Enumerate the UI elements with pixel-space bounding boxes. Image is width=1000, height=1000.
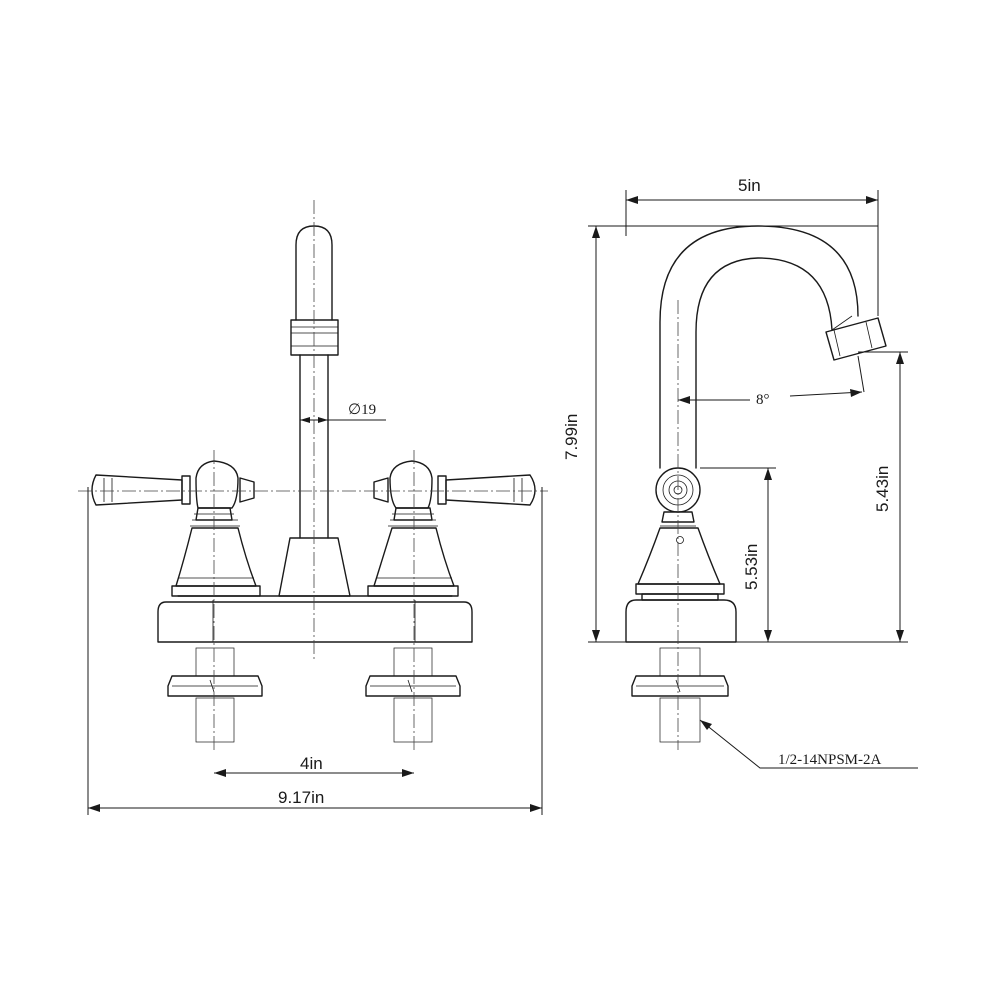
front-right-shank [365,647,461,743]
spout-angle-dimension: 8° [678,389,863,408]
spout-angle-label: 8° [756,392,770,408]
front-left-shank [167,647,263,743]
side-gooseneck-spout [659,225,887,469]
overall-height-label: 7.99in [562,414,581,460]
front-view: ∅19 4in 9.17in [78,200,548,815]
spout-diameter-label: ∅19 [348,402,376,418]
front-base-plate [157,595,473,643]
handle-height-dimension: 5.53in [700,467,776,643]
spout-diameter-dimension: ∅19 [300,402,386,423]
center-spacing-dimension: 4in [214,754,414,777]
spout-height-label: 5.43in [873,466,892,512]
spout-height-dimension: 5.43in [736,351,908,643]
side-body [625,527,737,643]
overall-height-dimension: 7.99in [562,225,878,643]
front-left-handle [91,460,261,597]
overall-width-dimension: 9.17in [87,487,543,815]
side-shank [631,647,729,743]
spout-reach-dimension: 5in [625,176,879,316]
center-spacing-label: 4in [300,754,323,773]
side-view: 5in 7.99in 8° 5.53in [562,176,918,769]
overall-width-label: 9.17in [278,788,324,807]
thread-spec-label: 1/2-14NPSM-2A [778,752,882,768]
spout-reach-label: 5in [738,176,761,195]
front-spout [278,225,351,597]
front-right-handle [367,460,536,597]
thread-spec-callout: 1/2-14NPSM-2A [699,719,918,769]
handle-height-label: 5.53in [742,544,761,590]
side-spout-angle-line [857,355,865,393]
